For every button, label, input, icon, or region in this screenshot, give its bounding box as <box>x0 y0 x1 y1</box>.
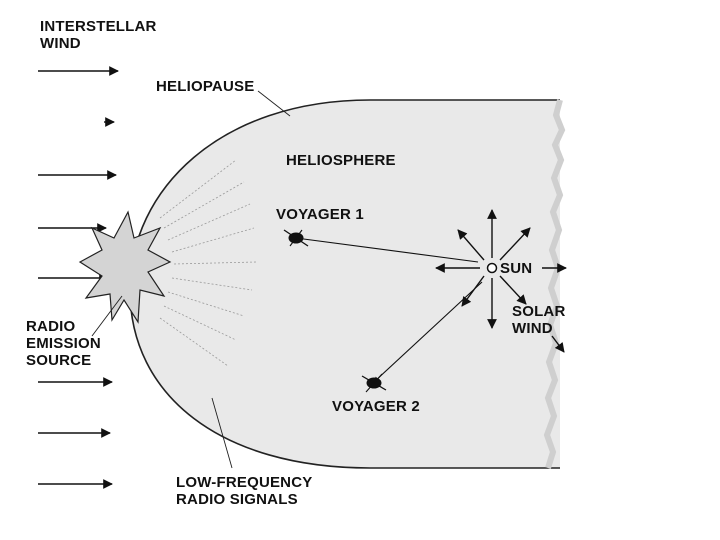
low-frequency-radio-signals-label: LOW-FREQUENCY RADIO SIGNALS <box>176 474 312 508</box>
radio-emission-line-3: SOURCE <box>26 352 101 369</box>
heliopause-leader <box>258 91 290 116</box>
interstellar-wind-line-2: WIND <box>40 35 157 52</box>
voyager1-label: VOYAGER 1 <box>276 206 364 223</box>
solar-wind-label: SOLAR WIND <box>512 303 566 337</box>
radio-emission-line-2: EMISSION <box>26 335 101 352</box>
voyager2-label: VOYAGER 2 <box>332 398 420 415</box>
low-frequency-line-1: LOW-FREQUENCY <box>176 474 312 491</box>
radio-emission-source-label: RADIO EMISSION SOURCE <box>26 318 101 369</box>
heliopause-label: HELIOPAUSE <box>156 78 254 95</box>
solar-wind-line-1: SOLAR <box>512 303 566 320</box>
solar-wind-line-2: WIND <box>512 320 566 337</box>
sun-label: SUN <box>500 260 532 277</box>
interstellar-wind-label: INTERSTELLAR WIND <box>40 18 157 52</box>
low-frequency-line-2: RADIO SIGNALS <box>176 491 312 508</box>
radio-emission-line-1: RADIO <box>26 318 101 335</box>
interstellar-wind-line-1: INTERSTELLAR <box>40 18 157 35</box>
sun-circle-icon <box>488 264 497 273</box>
heliosphere-label: HELIOSPHERE <box>286 152 396 169</box>
